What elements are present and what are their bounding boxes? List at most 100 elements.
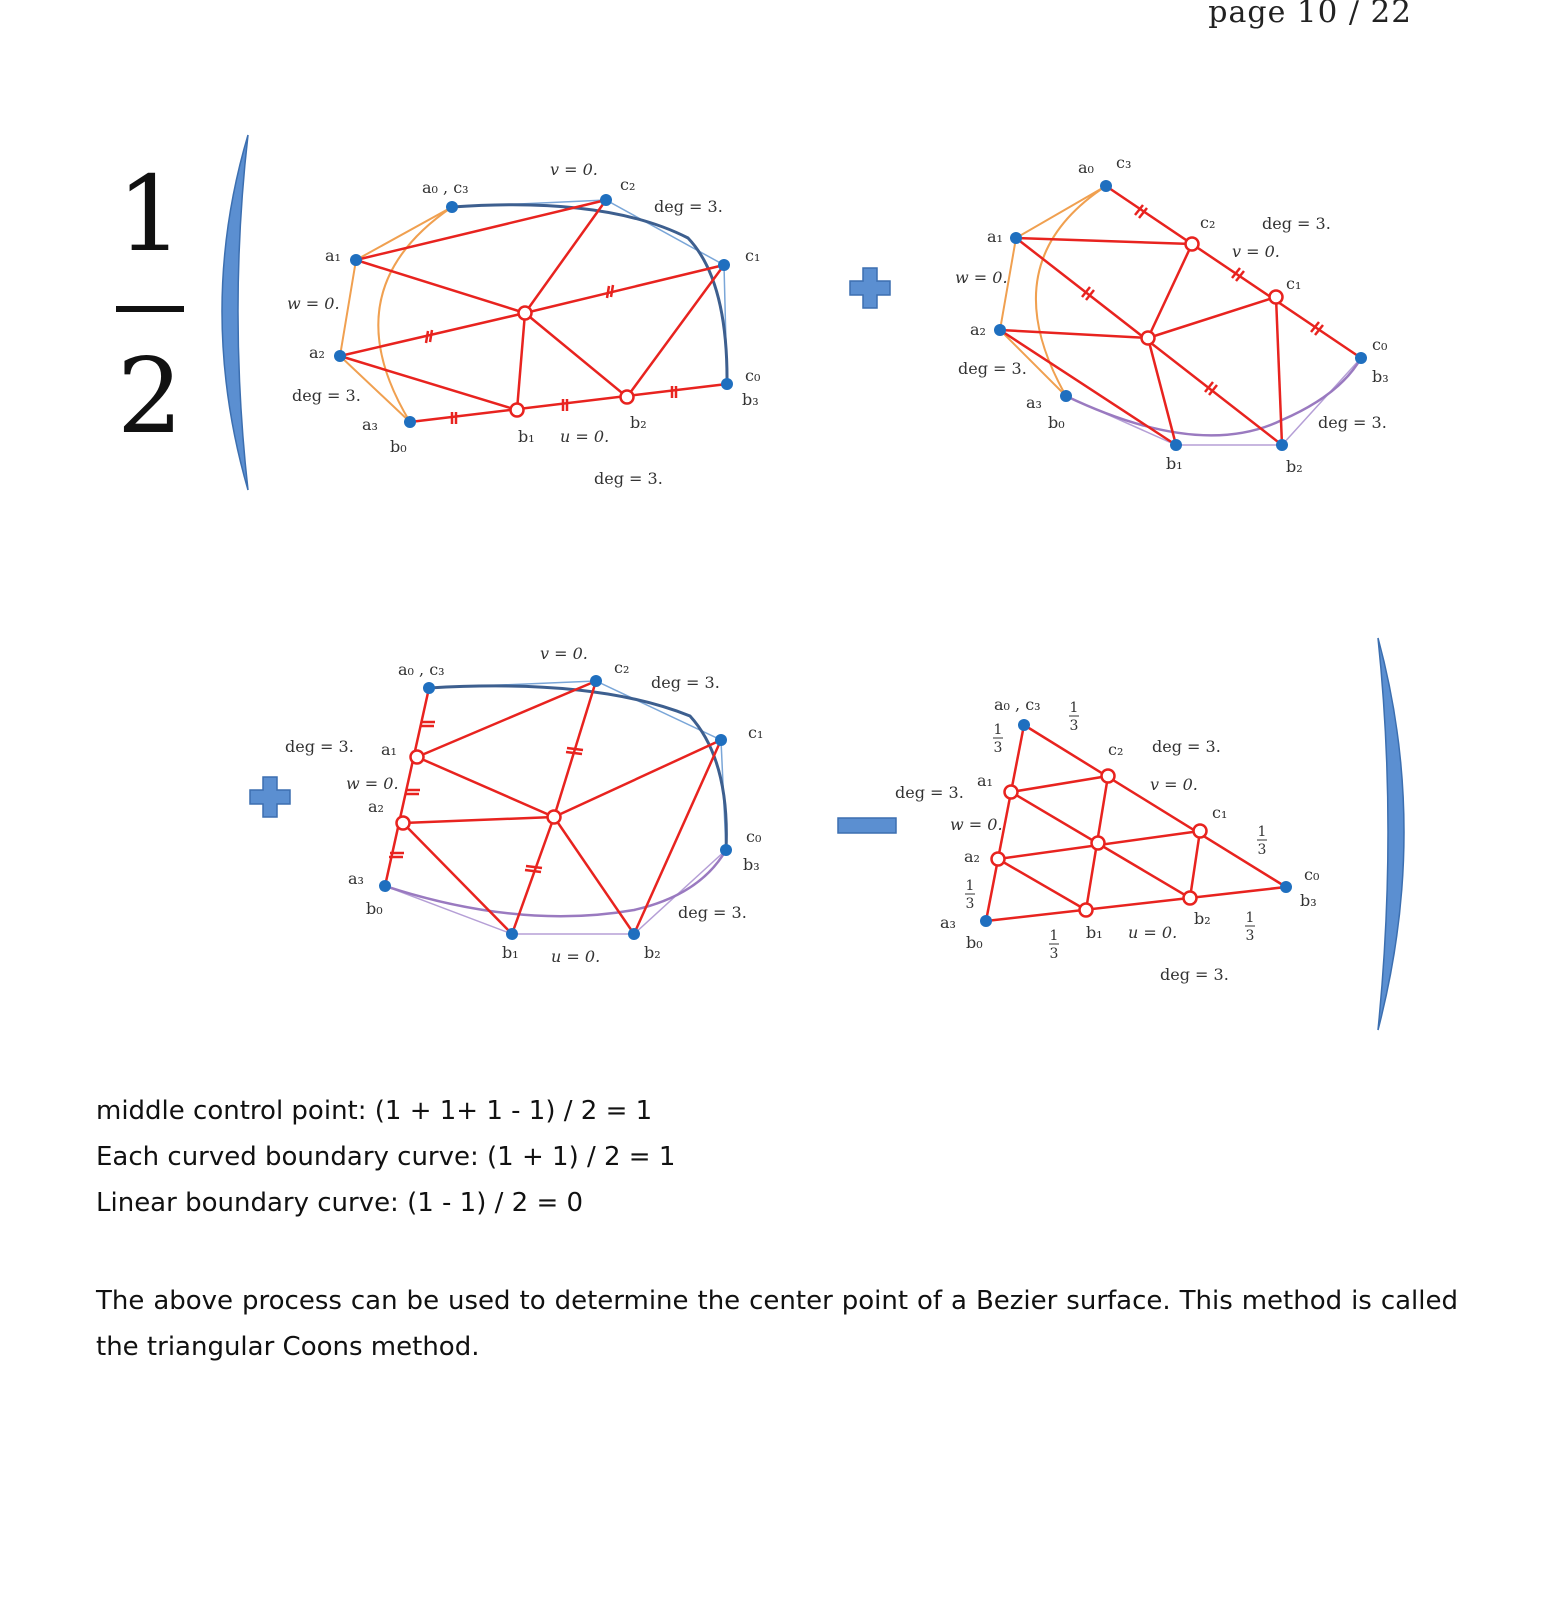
third-fraction: 1 3 bbox=[1069, 700, 1079, 734]
page-label: page bbox=[1208, 0, 1287, 30]
label-b2: b₂ bbox=[630, 413, 647, 432]
label-u0: u = 0. bbox=[551, 947, 600, 966]
label-a2: a₂ bbox=[964, 847, 980, 866]
label-a2: a₂ bbox=[970, 320, 986, 339]
label-b1: b₁ bbox=[518, 427, 535, 446]
label-u0: u = 0. bbox=[560, 427, 609, 446]
page-separator: / bbox=[1348, 0, 1360, 30]
conclusion-text: The above process can be used to determi… bbox=[96, 1286, 1458, 1362]
summary-line-curved-boundary: Each curved boundary curve: (1 + 1) / 2 … bbox=[96, 1142, 676, 1172]
plus-sign-1 bbox=[849, 267, 891, 309]
label-deg: deg = 3. bbox=[651, 673, 720, 692]
label-v0: v = 0. bbox=[540, 644, 588, 663]
label-w0: w = 0. bbox=[287, 294, 340, 313]
label-deg: deg = 3. bbox=[285, 737, 354, 756]
label-deg: deg = 3. bbox=[1160, 965, 1229, 984]
label-c2: c₂ bbox=[1200, 213, 1215, 232]
summary-line-linear-boundary: Linear boundary curve: (1 - 1) / 2 = 0 bbox=[96, 1188, 584, 1218]
svg-text:3: 3 bbox=[966, 896, 975, 912]
label-a1: a₁ bbox=[977, 771, 993, 790]
svg-text:1: 1 bbox=[1258, 824, 1267, 840]
label-b1: b₁ bbox=[502, 943, 519, 962]
label-deg: deg = 3. bbox=[958, 359, 1027, 378]
third-fraction: 1 3 bbox=[993, 722, 1003, 756]
third-fraction: 1 3 bbox=[1245, 910, 1255, 944]
label-b0: b₀ bbox=[1048, 413, 1065, 432]
label-a3: a₃ bbox=[362, 415, 378, 434]
svg-text:1: 1 bbox=[1246, 910, 1255, 926]
label-b0: b₀ bbox=[390, 437, 407, 456]
svg-text:1: 1 bbox=[994, 722, 1003, 738]
label-c0: c₀ bbox=[745, 366, 760, 385]
label-w0: w = 0. bbox=[346, 774, 399, 793]
half-factor: 1 2 bbox=[116, 153, 184, 457]
summary-lines: middle control point: (1 + 1+ 1 - 1) / 2… bbox=[96, 1088, 1458, 1226]
label-c1: c₁ bbox=[1212, 803, 1227, 822]
label-v0: v = 0. bbox=[1232, 242, 1280, 261]
label-a1: a₁ bbox=[987, 227, 1003, 246]
label-b1: b₁ bbox=[1086, 923, 1103, 942]
label-b2: b₂ bbox=[1194, 909, 1211, 928]
diagram-2: a₀ c₃ c₂ deg = 3. v = 0. c₁ a₁ w = 0. a₂… bbox=[955, 153, 1389, 476]
third-fraction: 1 3 bbox=[1049, 928, 1059, 962]
label-a1: a₁ bbox=[381, 740, 397, 759]
svg-text:1: 1 bbox=[1050, 928, 1059, 944]
label-b2: b₂ bbox=[644, 943, 661, 962]
label-b3: b₃ bbox=[1300, 891, 1317, 910]
label-b3: b₃ bbox=[743, 855, 760, 874]
label-c0: c₀ bbox=[746, 827, 761, 846]
svg-text:3: 3 bbox=[1258, 842, 1267, 858]
label-a1: a₁ bbox=[325, 246, 341, 265]
label-a3: a₃ bbox=[348, 869, 364, 888]
label-b0: b₀ bbox=[366, 899, 383, 918]
label-c0: c₀ bbox=[1372, 335, 1387, 354]
third-fraction: 1 3 bbox=[965, 878, 975, 912]
label-a3: a₃ bbox=[940, 913, 956, 932]
minus-sign bbox=[837, 817, 897, 834]
label-v0: v = 0. bbox=[550, 160, 598, 179]
label-deg: deg = 3. bbox=[1262, 214, 1331, 233]
svg-text:3: 3 bbox=[1246, 928, 1255, 944]
plus-sign-2 bbox=[249, 776, 291, 818]
third-fraction: 1 3 bbox=[1257, 824, 1267, 858]
svg-text:3: 3 bbox=[1070, 718, 1079, 734]
label-v0: v = 0. bbox=[1150, 775, 1198, 794]
label-b3: b₃ bbox=[1372, 367, 1389, 386]
label-c1: c₁ bbox=[1286, 274, 1301, 293]
conclusion-paragraph: The above process can be used to determi… bbox=[96, 1278, 1458, 1370]
label-u0: u = 0. bbox=[1128, 923, 1177, 942]
fraction-denominator: 2 bbox=[117, 335, 183, 457]
fraction-numerator: 1 bbox=[117, 153, 183, 275]
label-c1: c₁ bbox=[745, 246, 760, 265]
label-deg: deg = 3. bbox=[895, 783, 964, 802]
label-c2: c₂ bbox=[1108, 740, 1123, 759]
label-deg: deg = 3. bbox=[654, 197, 723, 216]
label-deg: deg = 3. bbox=[678, 903, 747, 922]
label-deg: deg = 3. bbox=[1152, 737, 1221, 756]
left-parenthesis bbox=[221, 134, 249, 491]
triangular-coons-figure: 1 2 bbox=[116, 134, 1405, 1031]
label-b2: b₂ bbox=[1286, 457, 1303, 476]
label-deg: deg = 3. bbox=[594, 469, 663, 488]
diagram-1: a₀ , c₃ v = 0. c₂ deg = 3. c₁ a₁ w = 0. … bbox=[287, 160, 760, 488]
diagram-3: a₀ , c₃ v = 0. c₂ deg = 3. c₁ deg = 3. a… bbox=[285, 644, 763, 966]
fraction-bar bbox=[116, 306, 184, 312]
label-a0: a₀ bbox=[1078, 158, 1094, 177]
label-deg: deg = 3. bbox=[292, 386, 361, 405]
label-c2: c₂ bbox=[614, 658, 629, 677]
label-b0: b₀ bbox=[966, 933, 983, 952]
label-c1: c₁ bbox=[748, 723, 763, 742]
svg-text:1: 1 bbox=[1070, 700, 1079, 716]
right-parenthesis bbox=[1377, 637, 1405, 1031]
label-c2: c₂ bbox=[620, 175, 635, 194]
label-a2: a₂ bbox=[368, 797, 384, 816]
page-current: 10 bbox=[1296, 0, 1339, 30]
label-a2: a₂ bbox=[309, 343, 325, 362]
svg-text:3: 3 bbox=[1050, 946, 1059, 962]
label-a0c3: a₀ , c₃ bbox=[994, 695, 1041, 714]
page-total: 22 bbox=[1370, 0, 1412, 30]
label-deg: deg = 3. bbox=[1318, 413, 1387, 432]
svg-text:3: 3 bbox=[994, 740, 1003, 756]
diagram-4: a₀ , c₃ c₂ deg = 3. v = 0. c₁ a₁ deg = 3… bbox=[895, 695, 1319, 984]
label-b3: b₃ bbox=[742, 390, 759, 409]
